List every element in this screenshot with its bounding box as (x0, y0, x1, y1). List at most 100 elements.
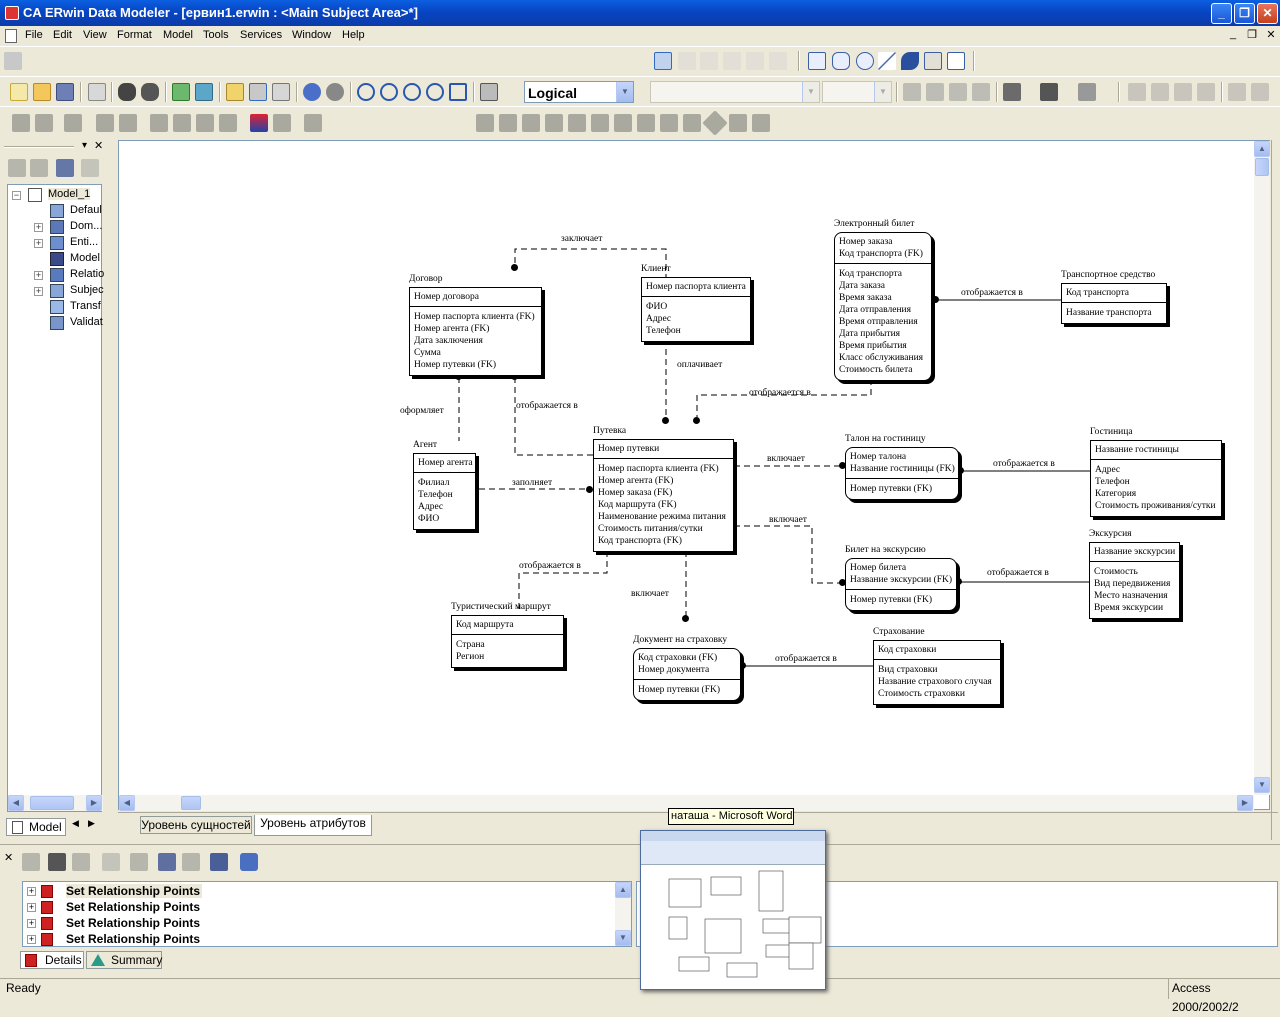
mdi-close-button[interactable]: ✕ (1266, 29, 1276, 41)
tree-item-subject-areas[interactable]: + Subjec (34, 284, 104, 298)
rel-label-oplachivaet[interactable]: оплачивает (677, 360, 723, 370)
attribute[interactable]: Сумма (414, 348, 441, 358)
tree-item-entities[interactable]: + Enti... (34, 236, 99, 250)
scroll-left-icon[interactable]: ◀ (119, 795, 135, 811)
save-icon[interactable] (56, 83, 74, 101)
pk-attribute[interactable]: Код страховки (FK) (638, 653, 718, 663)
redo-icon[interactable] (326, 83, 344, 101)
pk-attribute[interactable]: Номер путевки (598, 444, 660, 454)
display-level-icon[interactable] (480, 83, 498, 101)
attribute[interactable]: Время экскурсии (1094, 603, 1164, 613)
expand-icon[interactable]: + (34, 222, 43, 232)
pk-attribute[interactable]: Название экскурсии (FK) (850, 575, 953, 585)
attribute[interactable]: Номер агента (FK) (598, 476, 674, 486)
attribute[interactable]: Номер паспорта клиента (FK) (598, 464, 719, 474)
attribute[interactable]: Время отправления (839, 317, 918, 327)
pk-attribute[interactable]: Код транспорта (FK) (839, 249, 923, 259)
rectangle-tool-icon[interactable] (808, 52, 826, 70)
pk-attribute[interactable]: Номер заказа (839, 237, 893, 247)
pointer-tool-icon[interactable] (654, 52, 672, 70)
attribute[interactable]: ФИО (646, 302, 668, 312)
tree-item-transforms[interactable]: Transf (8, 299, 103, 315)
scroll-thumb[interactable] (1255, 158, 1269, 176)
logical-physical-combo[interactable]: Logical ▼ (524, 81, 634, 103)
rel-label-zapolnyaet[interactable]: заполняет (512, 478, 553, 488)
tree-item-relationships[interactable]: + Relatio (34, 268, 105, 282)
attribute[interactable]: Страна (456, 640, 485, 650)
pk-attribute[interactable]: Номер паспорта клиента (646, 282, 746, 292)
pk-attribute[interactable]: Номер агента (418, 458, 473, 468)
non-identifying-relationship-icon[interactable] (769, 52, 787, 70)
tree-hscrollbar[interactable]: ◀ ▶ (8, 795, 103, 811)
zoom-window-icon[interactable] (449, 83, 467, 101)
export-icon[interactable] (195, 83, 213, 101)
canvas-hscrollbar[interactable]: ◀ ▶ (119, 795, 1254, 811)
zoom-in-icon[interactable] (380, 83, 398, 101)
rel-label-oformlyaet[interactable]: оформляет (400, 406, 444, 416)
transform-icon[interactable] (250, 114, 268, 132)
identifying-relationship-icon[interactable] (723, 52, 741, 70)
pin-tool-icon[interactable] (901, 52, 919, 70)
close-button[interactable]: ✕ (1257, 3, 1278, 24)
chevron-down-icon[interactable]: ▼ (616, 82, 633, 102)
zoom-normal-icon[interactable] (403, 83, 421, 101)
attribute[interactable]: Стоимость питания/сутки (598, 524, 703, 534)
word-window-thumbnail[interactable] (640, 830, 826, 990)
menu-format[interactable]: Format (117, 29, 152, 41)
attribute[interactable]: Номер путевки (FK) (414, 360, 497, 370)
tab-entity-level[interactable]: Уровень сущностей (140, 816, 252, 834)
pk-attribute[interactable]: Название экскурсии (1094, 547, 1176, 557)
attribute[interactable]: Телефон (1095, 477, 1130, 487)
line-tool-icon[interactable] (878, 52, 896, 70)
attribute[interactable]: Номер агента (FK) (414, 324, 490, 334)
tab-scroll-left-icon[interactable]: ◀ (72, 818, 79, 828)
tree-item-model[interactable]: − Model_1 (12, 188, 91, 202)
expand-icon[interactable]: + (34, 270, 43, 280)
restore-button[interactable]: ❐ (1234, 3, 1255, 24)
pane-menu-icon[interactable]: ▾ (82, 140, 88, 151)
find-icon[interactable] (118, 83, 136, 101)
attribute[interactable]: Номер путевки (FK) (850, 595, 933, 605)
attribute[interactable]: Филиал (418, 478, 450, 488)
menu-window[interactable]: Window (292, 29, 332, 41)
category-tool-icon[interactable] (700, 52, 718, 70)
rel-label-gostinica[interactable]: отображается в (993, 459, 1055, 469)
attribute[interactable]: Класс обслуживания (839, 353, 924, 363)
expand-icon[interactable]: + (27, 918, 36, 928)
rel-label-strahovanie[interactable]: отображается в (775, 654, 837, 664)
expand-icon[interactable]: + (27, 902, 36, 912)
attribute[interactable]: Адрес (1095, 465, 1121, 475)
zoom-out-icon[interactable] (357, 83, 375, 101)
scroll-down-icon[interactable]: ▼ (615, 930, 631, 946)
mdi-restore-button[interactable]: ❐ (1247, 29, 1257, 41)
attribute[interactable]: Код транспорта (839, 269, 903, 279)
dropdown-arrow-icon[interactable] (500, 83, 512, 101)
attribute[interactable]: Дата отправления (839, 305, 911, 315)
windows-icon[interactable] (272, 83, 290, 101)
pk-attribute[interactable]: Номер билета (850, 563, 907, 573)
properties-icon[interactable] (56, 159, 74, 177)
menu-services[interactable]: Services (240, 29, 283, 41)
tree-item-domains[interactable]: + Dom... (34, 220, 103, 234)
menu-help[interactable]: Help (342, 29, 365, 41)
ellipse-tool-icon[interactable] (856, 52, 874, 70)
model-explorer-icon[interactable] (226, 83, 244, 101)
diagram-canvas[interactable]: заключает оплачивает отображается в отоб… (118, 140, 1270, 811)
tree-item-validation[interactable]: Validat (8, 315, 103, 331)
rel-label-dokument[interactable]: включает (631, 589, 669, 599)
pk-attribute[interactable]: Номер договора (414, 292, 479, 302)
rel-label-ebilet[interactable]: отображается в (749, 388, 811, 398)
